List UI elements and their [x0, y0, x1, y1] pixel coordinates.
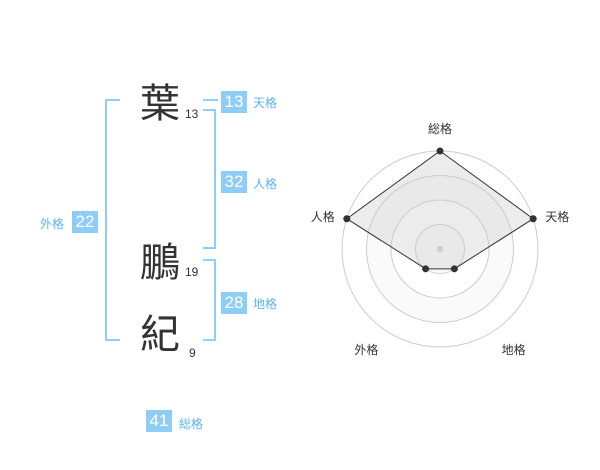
radar-shape	[345, 150, 535, 270]
soukaku-value: 41	[146, 410, 172, 432]
chikaku-bracket	[203, 259, 216, 341]
radar-point-3	[422, 265, 430, 273]
radar-axis-label-2: 地格	[501, 343, 526, 358]
name-char-3-strokes: 9	[189, 346, 196, 360]
gaikaku-label: 外格	[40, 217, 65, 231]
chikaku-value: 28	[221, 292, 247, 314]
radar-point-0	[436, 147, 444, 155]
radar-axis-label-3: 外格	[354, 343, 379, 358]
chikaku-label: 地格	[253, 297, 278, 311]
name-char-3: 紀	[140, 312, 180, 358]
soukaku-label: 総格	[179, 417, 204, 431]
radar-axis-label-1: 天格	[545, 209, 570, 224]
radar-points	[343, 147, 537, 273]
tenkaku-label: 天格	[253, 96, 278, 110]
radar-rings	[341, 150, 539, 348]
name-char-1-strokes: 13	[185, 107, 199, 121]
radar-center	[437, 246, 443, 252]
radar-point-4	[343, 215, 351, 223]
radar-point-2	[450, 265, 458, 273]
jinkaku-value: 32	[221, 171, 247, 193]
name-char-1: 葉	[140, 81, 180, 127]
name-char-2: 鵬	[140, 240, 180, 286]
radar-point-1	[529, 215, 537, 223]
gaikaku-bracket	[105, 99, 120, 341]
gaikaku-value: 22	[72, 211, 98, 233]
tenkaku-value: 13	[221, 91, 247, 113]
radar-axis-label-0: 総格	[428, 122, 453, 136]
jinkaku-bracket	[203, 109, 216, 249]
radar-axis-label-4: 人格	[310, 209, 335, 224]
jinkaku-label: 人格	[253, 177, 278, 191]
radar-polygon	[345, 150, 535, 270]
name-char-2-strokes: 19	[185, 265, 199, 279]
